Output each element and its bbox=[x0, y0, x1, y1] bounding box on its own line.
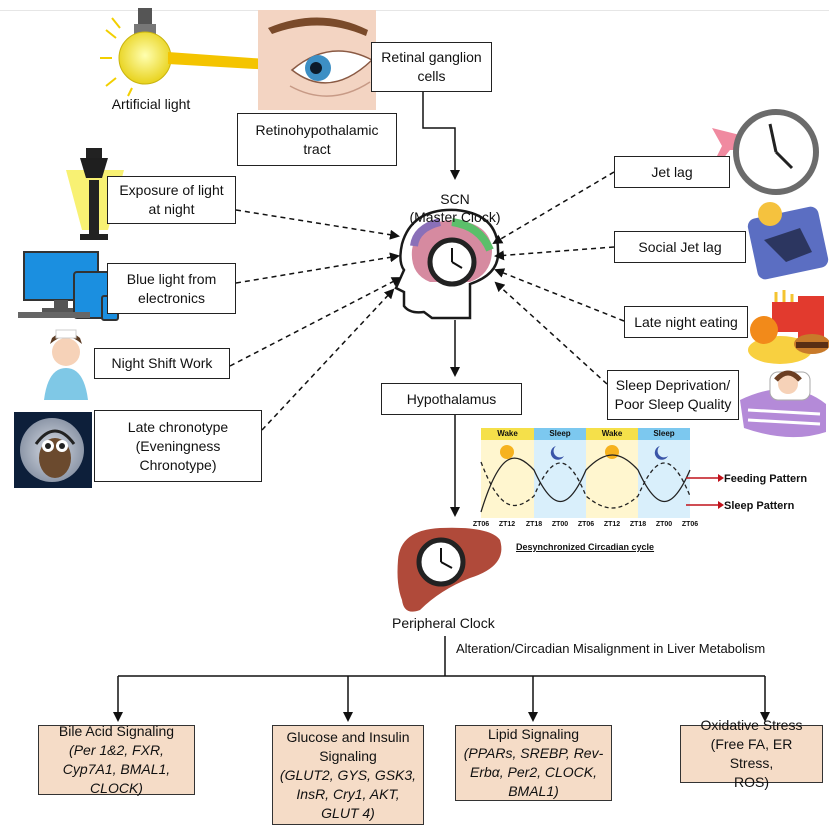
glucose-line-3: GLUT 4) bbox=[321, 804, 375, 821]
social-jet-lag-label: Social Jet lag bbox=[638, 238, 722, 255]
night-shift-box: Night Shift Work bbox=[94, 348, 230, 379]
tick-0: ZT06 bbox=[472, 521, 490, 528]
blue-light-box: Blue light from electronics bbox=[107, 263, 236, 314]
cycle-phase-2: Sleep bbox=[549, 429, 571, 438]
late-chronotype-box: Late chronotype (Eveningness Chronotype) bbox=[94, 410, 262, 482]
retinohypothalamic-label: Retinohypothalamic tract bbox=[255, 121, 379, 157]
sleeping-person-icon bbox=[747, 202, 829, 280]
ox-title: Oxidative Stress bbox=[700, 717, 803, 733]
chronotype-line-2: (Eveningness bbox=[135, 437, 221, 454]
sleeping-girl-icon bbox=[740, 370, 826, 438]
cycle-phase-4: Sleep bbox=[653, 429, 675, 438]
owl-moon-icon bbox=[14, 412, 92, 488]
jet-lag-label: Jet lag bbox=[651, 163, 693, 180]
flow-arrows bbox=[113, 92, 770, 722]
chronotype-line-3: Chronotype) bbox=[139, 456, 217, 473]
cycle-phase-3: Wake bbox=[601, 429, 623, 438]
glucose-title-1: Glucose and Insulin bbox=[286, 728, 410, 745]
lipid-line-1: (PPARs, SREBP, Rev- bbox=[463, 745, 604, 761]
late-night-eating-label: Late night eating bbox=[634, 313, 738, 330]
sleep-deprivation-line-1: Sleep Deprivation/ bbox=[615, 377, 731, 393]
eye-icon bbox=[258, 10, 376, 110]
sleep-deprivation-line-2: Poor Sleep Quality bbox=[614, 396, 732, 412]
bile-line-1: (Per 1&2, FXR, bbox=[69, 742, 164, 758]
retinal-ganglion-box: Retinal ganglion cells bbox=[371, 42, 492, 92]
circadian-cycle-chart bbox=[480, 428, 724, 518]
glucose-line-1: (GLUT2, GYS, GSK3, bbox=[279, 766, 417, 783]
glucose-insulin-box: Glucose and Insulin Signaling (GLUT2, GY… bbox=[272, 725, 424, 825]
sleep-deprivation-box: Sleep Deprivation/ Poor Sleep Quality bbox=[607, 370, 739, 420]
food-icon bbox=[748, 290, 829, 364]
scn-label: SCN (Master Clock) bbox=[395, 190, 515, 226]
lipid-signaling-box: Lipid Signaling (PPARs, SREBP, Rev- Erbα… bbox=[455, 725, 612, 801]
peripheral-clock-label: Peripheral Clock bbox=[392, 615, 495, 631]
hypothalamus-box: Hypothalamus bbox=[381, 383, 522, 415]
bile-line-2: Cyp7A1, BMAL1, bbox=[62, 761, 171, 777]
nurse-icon bbox=[44, 329, 88, 400]
scn-line-1: SCN bbox=[440, 191, 470, 207]
hypothalamus-label: Hypothalamus bbox=[406, 390, 497, 407]
ox-line-1: (Free FA, ER Stress, bbox=[710, 736, 793, 771]
tick-6: ZT18 bbox=[629, 521, 647, 528]
glucose-title-2: Signaling bbox=[319, 747, 377, 764]
lipid-line-3: BMAL1) bbox=[508, 783, 559, 799]
light-bulb-icon bbox=[100, 8, 172, 97]
scn-line-2: (Master Clock) bbox=[409, 209, 501, 225]
top-rule bbox=[0, 10, 829, 11]
head-brain-clock-icon bbox=[394, 208, 500, 320]
sleep-pattern-label: Sleep Pattern bbox=[724, 500, 795, 512]
tick-5: ZT12 bbox=[603, 521, 621, 528]
tick-1: ZT12 bbox=[498, 521, 516, 528]
wall-clock-icon bbox=[733, 109, 819, 195]
cycle-caption: Desynchronized Circadian cycle bbox=[516, 542, 655, 552]
tick-7: ZT00 bbox=[655, 521, 673, 528]
exposure-light-label: Exposure of light at night bbox=[119, 182, 224, 217]
glucose-line-2: InsR, Cry1, AKT, bbox=[296, 785, 400, 802]
blue-light-label: Blue light from electronics bbox=[126, 270, 217, 306]
electronics-icon bbox=[18, 251, 119, 321]
ox-line-2: ROS) bbox=[734, 774, 769, 790]
tick-3: ZT00 bbox=[551, 521, 569, 528]
bile-title: Bile Acid Signaling bbox=[58, 723, 175, 739]
lipid-line-2: Erbα, Per2, CLOCK, bbox=[469, 764, 598, 780]
retinohypothalamic-box: Retinohypothalamic tract bbox=[237, 113, 397, 166]
night-shift-label: Night Shift Work bbox=[111, 355, 213, 371]
retinal-ganglion-label: Retinal ganglion cells bbox=[381, 49, 482, 84]
bile-acid-box: Bile Acid Signaling (Per 1&2, FXR, Cyp7A… bbox=[38, 723, 195, 796]
jet-lag-box: Jet lag bbox=[614, 156, 730, 188]
liver-clock-icon bbox=[397, 527, 502, 612]
alteration-label: Alteration/Circadian Misalignment in Liv… bbox=[456, 641, 766, 656]
tick-2: ZT18 bbox=[525, 521, 543, 528]
lipid-title: Lipid Signaling bbox=[487, 726, 580, 742]
feeding-pattern-label: Feeding Pattern bbox=[724, 473, 808, 485]
tick-8: ZT06 bbox=[681, 521, 699, 528]
bile-line-3: CLOCK) bbox=[90, 780, 143, 796]
late-night-eating-box: Late night eating bbox=[624, 306, 748, 338]
exposure-light-box: Exposure of light at night bbox=[107, 176, 236, 224]
cycle-phase-1: Wake bbox=[497, 429, 518, 438]
social-jet-lag-box: Social Jet lag bbox=[614, 231, 746, 263]
chronotype-line-1: Late chronotype bbox=[127, 418, 229, 435]
artificial-light-label: Artificial light bbox=[111, 96, 191, 112]
tick-4: ZT06 bbox=[577, 521, 595, 528]
dashed-arrows bbox=[229, 171, 625, 431]
oxidative-stress-box: Oxidative Stress (Free FA, ER Stress, RO… bbox=[680, 717, 823, 790]
